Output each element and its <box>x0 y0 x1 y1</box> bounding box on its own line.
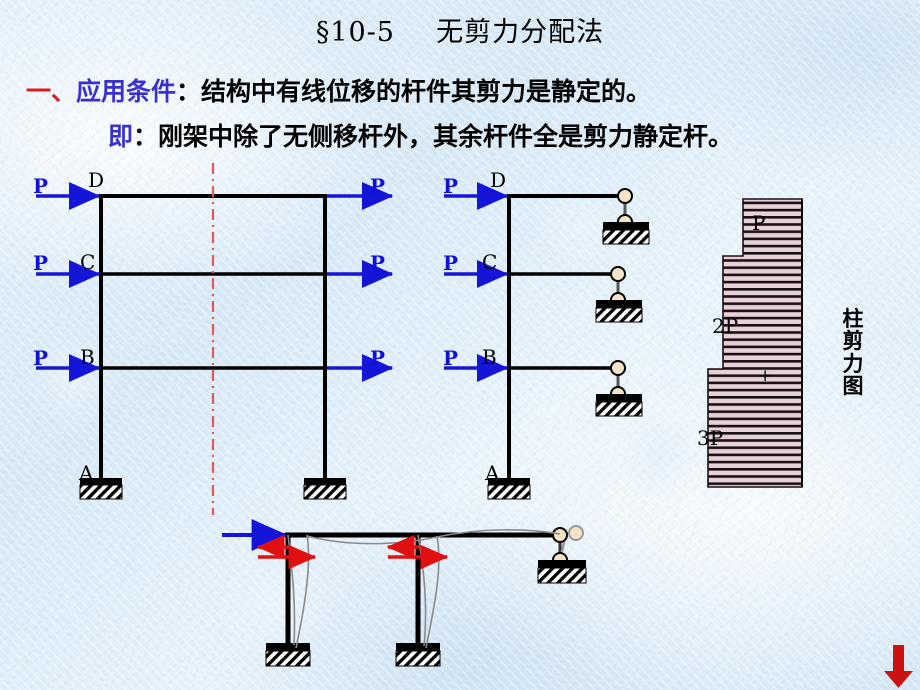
shear-sign-plus: + <box>758 366 773 386</box>
slide-title: §10-5 无剪力分配法 <box>0 10 920 49</box>
line2-rest: ：刚架中除了无侧移杆外，其余杆件全是剪力静定杆。 <box>133 122 734 151</box>
shear-diagram-title: 柱 剪 力 图 <box>840 308 866 398</box>
shear-label-2p: 2P <box>712 314 739 338</box>
deflection-support-right <box>395 643 441 667</box>
left-frame-node-label-c: C <box>80 250 96 274</box>
shear-label-p: P <box>752 211 766 235</box>
deflection-support-left <box>265 643 311 667</box>
line1-rest: ：结构中有线位移的杆件其剪力是静定的。 <box>176 77 652 106</box>
shear-title-char-1: 柱 <box>842 307 864 331</box>
right-frame-node-label-d: D <box>490 168 507 192</box>
deflection-diagram <box>222 519 587 667</box>
left-frame-force-label-d-right: P <box>370 174 386 198</box>
right-frame-node-label-c: C <box>482 250 498 274</box>
shear-label-3p: 3P <box>697 426 724 450</box>
left-frame-support-a <box>79 478 123 500</box>
pin-circle-top <box>552 527 568 543</box>
right-frame-link-support-c <box>595 266 643 323</box>
deflection-link-support <box>537 525 587 584</box>
deflection-curve-beam <box>306 529 561 545</box>
pin-circle-top <box>610 360 626 376</box>
left-frame-force-label-b-left: P <box>33 346 49 370</box>
right-frame-node-label-a: A <box>485 461 500 485</box>
left-frame-force-label-c-left: P <box>33 251 49 275</box>
right-frame-force-label-c: P <box>443 251 459 275</box>
pin-circle-displaced <box>568 525 584 541</box>
shear-title-char-3: 力 <box>842 351 864 376</box>
left-frame-force-label-c-right: P <box>370 251 386 275</box>
right-frame-support-a <box>487 478 531 500</box>
pin-circle-top <box>610 266 626 282</box>
pin-circle-top <box>617 188 633 204</box>
left-frame-support-right <box>303 478 347 500</box>
line2-keyword: 即 <box>108 122 134 151</box>
line1-marker: 一、 <box>26 77 77 106</box>
left-frame-force-label-d-left: P <box>33 174 49 198</box>
right-frame-link-support-d <box>602 188 650 245</box>
left-frame-node-label-d: D <box>88 168 105 192</box>
slide-title-section: §10-5 <box>315 17 395 48</box>
body-line-2: 即：刚架中除了无侧移杆外，其余杆件全是剪力静定杆。 <box>108 117 733 153</box>
right-frame-force-label-b: P <box>443 346 459 370</box>
shear-force-diagram <box>707 198 803 488</box>
body-line-1: 一、应用条件：结构中有线位移的杆件其剪力是静定的。 <box>26 72 651 108</box>
right-frame-link-support-b <box>595 360 643 417</box>
shear-title-char-4: 图 <box>842 374 864 399</box>
slide-title-text: 无剪力分配法 <box>436 17 605 48</box>
shear-title-char-2: 剪 <box>842 329 864 354</box>
left-frame-diagram <box>36 163 394 515</box>
line1-keyword: 应用条件 <box>76 77 177 106</box>
next-slide-arrow[interactable] <box>884 645 913 688</box>
right-frame-diagram <box>444 182 650 500</box>
right-frame-force-label-d: P <box>443 174 459 198</box>
left-frame-force-label-b-right: P <box>370 346 386 370</box>
left-frame-node-label-b: B <box>80 345 95 369</box>
right-frame-node-label-b: B <box>482 345 497 369</box>
left-frame-node-label-a: A <box>79 461 94 485</box>
